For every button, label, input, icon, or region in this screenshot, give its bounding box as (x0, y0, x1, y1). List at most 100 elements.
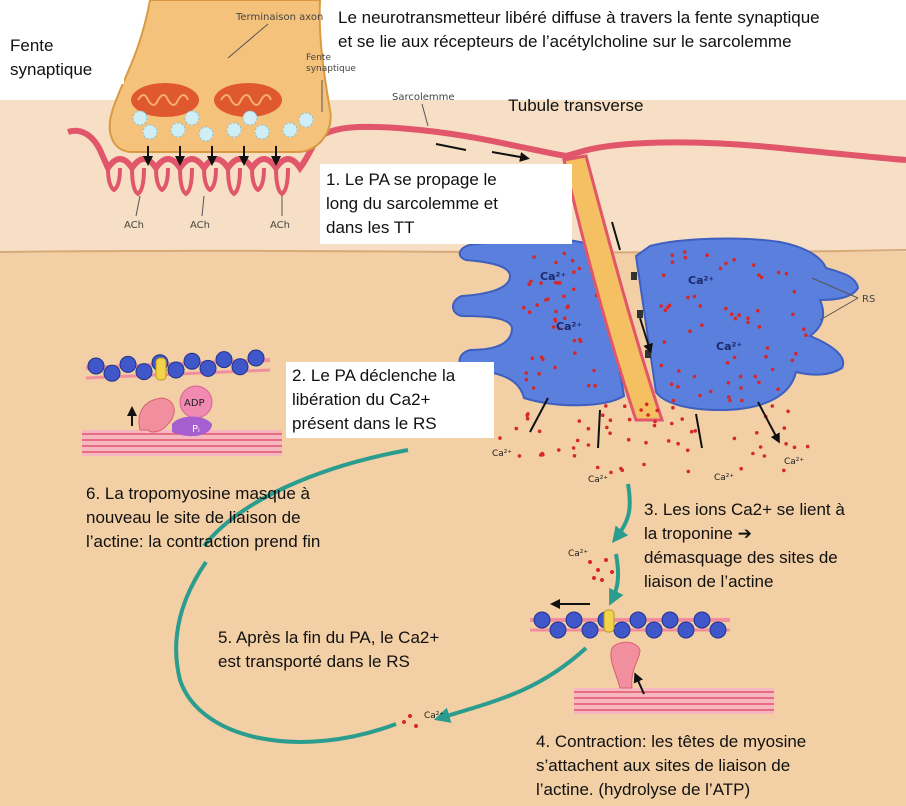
ca-ion-icon (530, 356, 535, 361)
sarcolemma-folds (106, 167, 290, 197)
ca-ion-icon (683, 255, 688, 260)
ca-ion-icon (595, 465, 600, 470)
ca-ion-icon (572, 338, 577, 343)
ca-ion-icon (666, 439, 671, 443)
ca-ion-icon (764, 354, 768, 359)
ca-ion-icon (563, 316, 567, 321)
ca-ion-icon (623, 404, 627, 409)
ca-ion-icon (592, 368, 596, 373)
actin-bead-icon (565, 611, 583, 629)
ca-ion-icon (588, 560, 592, 564)
actin-bead-icon (677, 621, 695, 639)
ca-ion-icon (586, 383, 591, 388)
vesicle-icon (242, 110, 258, 126)
ca-ion-icon (537, 372, 541, 376)
ca-ion-icon (757, 273, 761, 277)
ca-ion-icon (770, 367, 775, 372)
ca-ion-icon (689, 429, 694, 434)
ca-ion-icon (610, 570, 614, 574)
ca-ion-icon (758, 445, 763, 449)
cycle-arrow-icon (202, 448, 409, 548)
ca-ion-icon (498, 436, 502, 440)
axon-terminal-label: Terminaison axon (235, 12, 323, 23)
ca-ion-icon (659, 304, 663, 308)
ca-ion-icon (605, 425, 609, 430)
ca-ion-icon (698, 393, 702, 398)
ca-ion-icon (586, 426, 591, 431)
ca-ion-icon (577, 419, 582, 423)
ca-ion-icon (600, 578, 604, 582)
ca-ion-icon (571, 287, 576, 292)
synaptic-vesicles (132, 110, 314, 142)
ca-ion-icon (644, 402, 649, 407)
ca-ion-icon (727, 395, 731, 399)
ca-label-released-3: Ca²⁺ (714, 473, 734, 483)
ca-ion-icon (555, 281, 560, 285)
ca-ion-icon (661, 273, 666, 278)
ca-ion-icon (526, 412, 530, 416)
vesicle-icon (184, 110, 200, 126)
actin-bead-icon (199, 359, 217, 377)
step-2-text: 2. Le PA déclenche la libération du Ca2+… (286, 362, 494, 438)
ca-ion-icon (529, 279, 533, 284)
ca-ion-icon (782, 426, 787, 430)
ca-ion-icon (692, 374, 697, 379)
ca-ion-icon (725, 361, 730, 365)
power-stroke-arrow (633, 672, 645, 695)
myosin-head-icon (138, 397, 175, 433)
vesicle-icon (282, 122, 298, 138)
ca-ion-icon (792, 289, 797, 294)
ca-ion-icon (746, 316, 750, 321)
cycle-arrow-icon (612, 483, 632, 544)
ca-ion-icon (517, 454, 522, 458)
ca-ion-icon (718, 266, 723, 271)
ca-ions-in-rs (522, 250, 808, 403)
vesicle-icon (298, 112, 314, 128)
troponin-icon (155, 357, 167, 381)
vesicle-icon (132, 110, 148, 126)
ca-ion-icon (592, 576, 596, 580)
ca-ion-icon (608, 418, 613, 423)
mitochondrion-icon (214, 83, 282, 117)
ca-ion-icon (596, 568, 600, 572)
ca-ion-icon (414, 724, 418, 728)
ca-ion-icon (746, 320, 750, 325)
sarcoplasmic-reticulum-right (634, 237, 860, 412)
ca-ion-icon (692, 294, 697, 299)
ca-ion-icon (571, 446, 576, 450)
ca-ion-icon (619, 466, 623, 471)
step-6-text: 6. La tropomyosine masque à nouveau le s… (86, 484, 321, 551)
ca-ion-icon (557, 326, 561, 331)
cycle-arrow-icon (174, 560, 397, 744)
ca-ion-icon (577, 266, 582, 271)
ca-ion-icon (765, 346, 770, 350)
ca-ion-icon (626, 437, 631, 442)
ca-ion-icon (553, 365, 557, 370)
ca-ion-icon (532, 255, 536, 259)
ca-ion-icon (666, 305, 670, 310)
ca-ion-icon (726, 381, 731, 385)
ca-ion-icon (751, 263, 756, 267)
ca-ion-icon (794, 351, 798, 356)
ca-ion-icon (551, 325, 556, 329)
sarcoplasmic-reticulum-left (452, 237, 626, 407)
ach-pointers (135, 195, 283, 217)
actin-bead-icon (231, 358, 249, 376)
ca-ion-icon (531, 386, 536, 390)
ca-ion-icon (539, 355, 544, 360)
actin-bead-icon (661, 611, 679, 629)
ca-ion-icon (669, 382, 674, 387)
ca-ion-icon (608, 431, 612, 436)
ca-ion-icon (604, 404, 608, 408)
sarcolemma-pointer (421, 103, 429, 127)
ca-ion-icon (670, 253, 675, 257)
step-3-text: 3. Les ions Ca2+ se lient à la troponine… (644, 500, 845, 591)
ca-ion-icon (676, 441, 680, 446)
ach-label-3: ACh (270, 220, 290, 231)
ca-ion-icon (786, 409, 790, 414)
ca-ion-icon (554, 260, 558, 265)
myosin-filament (574, 688, 774, 714)
ach-label-1: ACh (124, 220, 144, 231)
ca-ion-icon (776, 387, 780, 392)
